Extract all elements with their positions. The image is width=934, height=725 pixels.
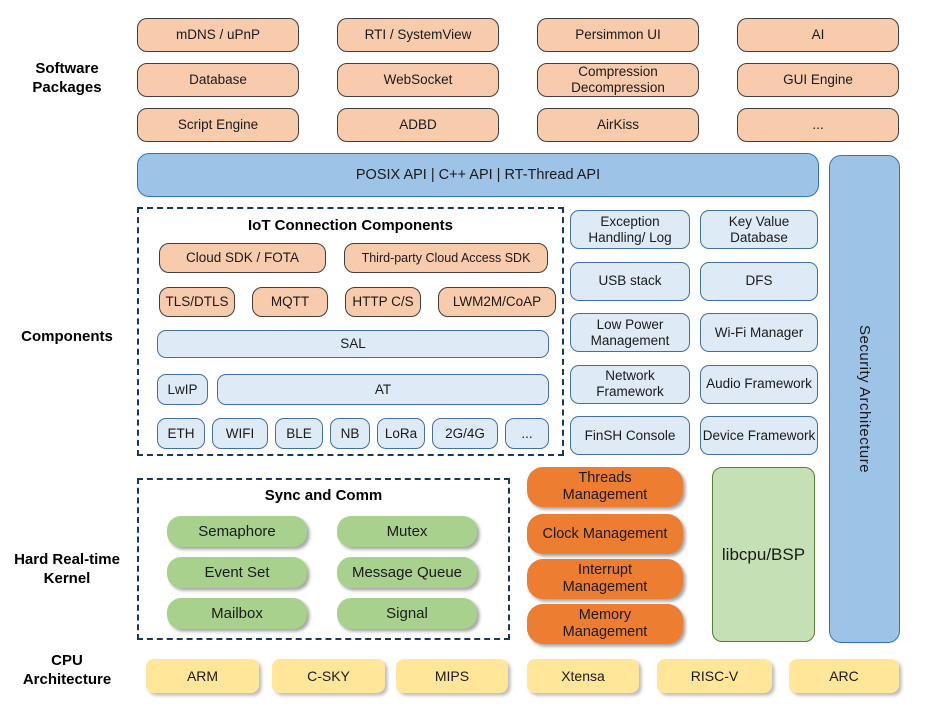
iot-link-nb: NB [330, 418, 370, 449]
iot-section-title: IoT Connection Components [248, 217, 453, 234]
kernel-interrupt-management: Interrupt Management [527, 559, 683, 599]
libcpu-bsp-box: libcpu/BSP [712, 467, 815, 642]
kernel-message-queue: Message Queue [337, 557, 477, 588]
cpu-arm: ARM [146, 659, 259, 693]
pkg-compression: Compression Decompression [537, 63, 699, 97]
label-software-packages: Software Packages [32, 60, 102, 96]
iot-lwm2m-coap: LWM2M/CoAP [438, 287, 556, 317]
comp-key-value-db: Key Value Database [700, 210, 818, 249]
pkg-adbd: ADBD [337, 108, 499, 142]
pkg-airkiss: AirKiss [537, 108, 699, 142]
kernel-semaphore: Semaphore [167, 516, 307, 547]
kernel-threads-management: Threads Management [527, 467, 683, 507]
components-grid: Exception Handling/ Log Key Value Databa… [570, 210, 818, 455]
iot-link-2g4g: 2G/4G [432, 418, 498, 449]
software-packages-section: mDNS / uPnP RTI / SystemView Persimmon U… [137, 18, 899, 142]
kernel-mutex: Mutex [337, 516, 477, 547]
security-architecture-bar: Security Architecture [829, 155, 900, 643]
comp-wifi-manager: Wi-Fi Manager [700, 313, 818, 352]
pkg-ai: AI [737, 18, 899, 52]
iot-sal-layer: SAL [157, 330, 549, 358]
kernel-mailbox: Mailbox [167, 598, 307, 629]
iot-link-wifi: WIFI [212, 418, 268, 449]
comp-device-fw: Device Framework [700, 416, 818, 455]
comp-network-fw: Network Framework [570, 364, 690, 404]
cpu-risc-v: RISC-V [657, 659, 772, 693]
comp-low-power-mgmt: Low Power Management [570, 313, 690, 352]
pkg-persimmon-ui: Persimmon UI [537, 18, 699, 52]
sync-section-title: Sync and Comm [264, 487, 383, 504]
pkg-database: Database [137, 63, 299, 97]
label-components: Components [21, 328, 113, 345]
comp-audio-fw: Audio Framework [700, 364, 818, 404]
api-bar: POSIX API | C++ API | RT-Thread API [137, 153, 819, 197]
cpu-arc: ARC [789, 659, 899, 693]
kernel-memory-management: Memory Management [527, 604, 683, 644]
comp-usb-stack: USB stack [570, 261, 690, 301]
pkg-rti-systemview: RTI / SystemView [337, 18, 499, 52]
cpu-c-sky: C-SKY [272, 659, 385, 693]
pkg-gui-engine: GUI Engine [737, 63, 899, 97]
iot-cloud-sdk-fota: Cloud SDK / FOTA [159, 243, 326, 273]
iot-tls-dtls: TLS/DTLS [159, 287, 235, 317]
iot-link-ble: BLE [275, 418, 323, 449]
label-kernel: Hard Real-time Kernel [14, 551, 120, 587]
iot-link-more: ... [505, 418, 549, 449]
pkg-script-engine: Script Engine [137, 108, 299, 142]
kernel-signal: Signal [337, 598, 477, 629]
comp-exception-log: Exception Handling/ Log [570, 210, 690, 249]
pkg-more: ... [737, 108, 899, 142]
pkg-websocket: WebSocket [337, 63, 499, 97]
iot-lwip: LwIP [157, 374, 208, 405]
iot-connection-section: IoT Connection Components Cloud SDK / FO… [137, 207, 564, 456]
kernel-clock-management: Clock Management [527, 514, 683, 554]
kernel-event-set: Event Set [167, 557, 307, 588]
sync-and-comm-section: Sync and Comm Semaphore Mutex Event Set … [137, 478, 510, 640]
cpu-mips: MIPS [396, 659, 508, 693]
iot-link-eth: ETH [157, 418, 205, 449]
label-cpu-architecture: CPU Architecture [22, 652, 112, 688]
iot-thirdparty-sdk: Third-party Cloud Access SDK [344, 243, 548, 273]
iot-mqtt: MQTT [252, 287, 328, 317]
comp-finsh-console: FinSH Console [570, 416, 690, 455]
iot-http-cs: HTTP C/S [345, 287, 421, 317]
iot-link-lora: LoRa [377, 418, 425, 449]
comp-dfs: DFS [700, 261, 818, 301]
pkg-mdns-upnp: mDNS / uPnP [137, 18, 299, 52]
iot-at: AT [217, 374, 549, 405]
cpu-xtensa: Xtensa [527, 659, 639, 693]
